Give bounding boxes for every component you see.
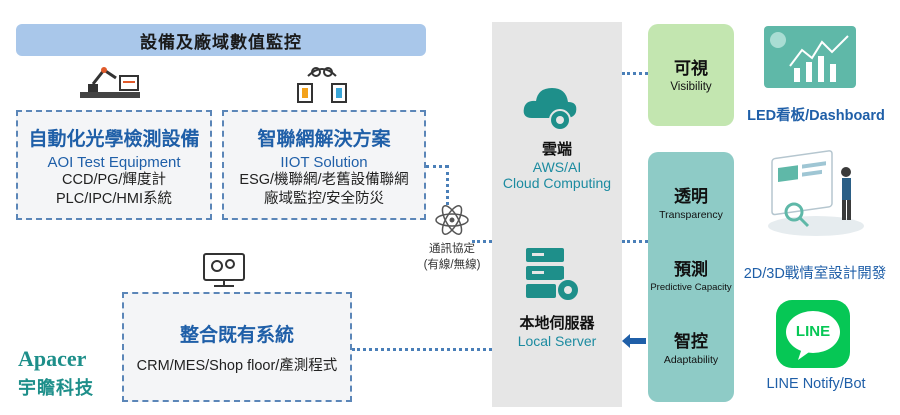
connector-visibility xyxy=(622,72,648,75)
connector-iiot-down xyxy=(446,165,449,205)
line-logo-text: LINE xyxy=(795,323,831,340)
adaptability-subtitle: Adaptability xyxy=(663,354,719,366)
cloud-gear-icon xyxy=(523,88,577,131)
robot-arm-icon xyxy=(80,67,140,98)
line-notify-label: LINE Notify/Bot xyxy=(766,376,866,392)
iiot-link-icon xyxy=(297,67,347,103)
capability-pill: 透明 Transparency 預測 Predictive Capacity 智… xyxy=(648,152,734,402)
brand-logo-name: Apacer xyxy=(18,346,87,371)
transparency-title: 透明 xyxy=(674,187,708,206)
iiot-line-1: ESG/機聯網/老舊設備聯網 xyxy=(239,172,409,188)
visibility-subtitle: Visibility xyxy=(670,81,712,93)
war-room-icon xyxy=(768,150,864,236)
integrate-system-box: 整合既有系統 CRM/MES/Shop floor/產測程式 xyxy=(122,292,352,402)
protocol-label: 通訊協定 (有線/無線) xyxy=(412,240,492,272)
iiot-subtitle: IIOT Solution xyxy=(280,154,368,171)
center-column xyxy=(492,22,622,407)
server-block: 本地伺服器 Local Server xyxy=(492,312,622,349)
monitor-gear-icon xyxy=(203,253,245,287)
aoi-title: 自動化光學檢測設備 xyxy=(28,129,200,150)
protocol-line-2: (有線/無線) xyxy=(423,259,481,271)
server-gear-icon xyxy=(526,248,580,302)
transparency-subtitle: Transparency xyxy=(659,209,723,221)
iiot-title: 智聯網解決方案 xyxy=(257,129,391,150)
line-bubble-icon xyxy=(786,311,840,360)
brand-logo-cn: 宇瞻科技 xyxy=(18,378,94,398)
integrate-title: 整合既有系統 xyxy=(179,325,294,346)
aoi-line-1: CCD/PG/輝度計 xyxy=(62,172,166,188)
aoi-line-2: PLC/IPC/HMI系統 xyxy=(55,191,172,207)
connector-iiot xyxy=(426,165,448,168)
iiot-solution-box: 智聯網解決方案 IIOT Solution ESG/機聯網/老舊設備聯網 廠域監… xyxy=(222,110,426,220)
adaptability-title: 智控 xyxy=(674,332,708,351)
aoi-equipment-box: 自動化光學檢測設備 AOI Test Equipment CCD/PG/輝度計 … xyxy=(16,110,212,220)
server-subtitle: Local Server xyxy=(517,333,597,349)
visibility-title: 可視 xyxy=(674,59,708,78)
server-title: 本地伺服器 xyxy=(519,315,595,332)
cloud-block: 雲端 AWS/AI Cloud Computing xyxy=(492,138,622,191)
dashboard-chart-icon xyxy=(764,26,856,88)
visibility-pill: 可視 Visibility xyxy=(648,24,734,126)
integrate-line-1: CRM/MES/Shop floor/產測程式 xyxy=(136,358,338,374)
connector-protocol xyxy=(472,240,492,243)
dashboard-label: LED看板/Dashboard xyxy=(747,108,885,124)
page-title: 設備及廠域數值監控 xyxy=(16,24,426,56)
connector-transparency xyxy=(622,240,648,243)
connector-integrate xyxy=(352,348,492,351)
line-logo: LINE xyxy=(776,300,850,368)
cloud-title: 雲端 xyxy=(541,141,572,158)
cloud-line-2: Cloud Computing xyxy=(502,175,612,191)
predictive-subtitle: Predictive Capacity xyxy=(650,282,732,293)
cloud-line-1: AWS/AI xyxy=(532,159,582,175)
predictive-title: 預測 xyxy=(674,260,708,279)
protocol-line-1: 通訊協定 xyxy=(429,243,475,255)
iiot-line-2: 廠域監控/安全防災 xyxy=(263,191,385,207)
aoi-subtitle: AOI Test Equipment xyxy=(47,154,181,171)
arrow-left-icon xyxy=(622,334,646,348)
war-room-label: 2D/3D戰情室設計開發 xyxy=(743,266,887,282)
atom-protocol-icon xyxy=(435,205,469,235)
